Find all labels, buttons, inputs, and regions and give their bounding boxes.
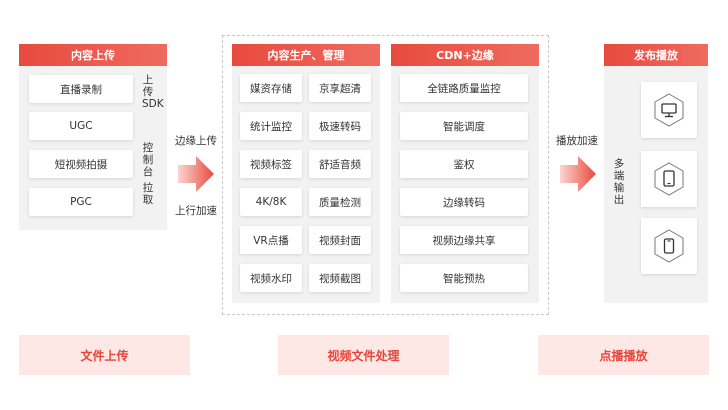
upload-item: 短视频拍摄 xyxy=(29,150,133,178)
cdn-panel-title: CDN+边缘 xyxy=(391,44,539,66)
upload-item: UGC xyxy=(29,112,133,140)
publish-panel-title: 发布播放 xyxy=(604,44,708,66)
device-card-tablet xyxy=(641,151,697,207)
device-card-phone xyxy=(641,218,697,274)
desktop-icon xyxy=(654,93,684,127)
cdn-item: 全链路质量监控 xyxy=(400,74,528,102)
cdn-item: 视频边缘共享 xyxy=(400,226,528,254)
cdn-item: 智能调度 xyxy=(400,112,528,140)
right-arrow-icon xyxy=(560,156,596,192)
upload-method-pull: 拉取 xyxy=(142,182,154,206)
production-item: 视频标签 xyxy=(240,150,302,178)
production-item: 媒资存储 xyxy=(240,74,302,102)
tablet-icon xyxy=(654,162,684,196)
upload-panel-title: 内容上传 xyxy=(19,44,167,66)
production-item: 舒适音频 xyxy=(309,150,371,178)
production-item: 质量检测 xyxy=(309,188,371,216)
production-item: 京享超清 xyxy=(309,74,371,102)
production-item: 极速转码 xyxy=(309,112,371,140)
production-panel xyxy=(232,66,380,303)
cdn-item: 鉴权 xyxy=(400,150,528,178)
device-card-desktop xyxy=(641,82,697,138)
production-item: 统计监控 xyxy=(240,112,302,140)
production-item: VR点播 xyxy=(240,226,302,254)
right-arrow-icon xyxy=(178,156,214,192)
stage-label-file-upload: 文件上传 xyxy=(19,335,190,375)
upload-item: PGC xyxy=(29,188,133,216)
cdn-item: 边缘转码 xyxy=(400,188,528,216)
production-panel-title: 内容生产、管理 xyxy=(232,44,380,66)
production-item: 视频封面 xyxy=(309,226,371,254)
production-item: 视频截图 xyxy=(309,264,371,292)
cdn-item: 智能预热 xyxy=(400,264,528,292)
arrow-label-playback-accel: 播放加速 xyxy=(556,135,598,147)
upload-method-console: 控制台 xyxy=(142,142,154,178)
multi-terminal-output-label: 多端输出 xyxy=(613,158,625,206)
stage-label-vod-playback: 点播播放 xyxy=(538,335,709,375)
upload-item: 直播录制 xyxy=(29,75,133,103)
phone-icon xyxy=(654,229,684,263)
processing-frame xyxy=(222,35,549,315)
cdn-panel xyxy=(391,66,539,303)
arrow-label-upstream-accel: 上行加速 xyxy=(175,205,217,217)
stage-label-video-processing: 视频文件处理 xyxy=(278,335,449,375)
arrow-label-edge-upload: 边缘上传 xyxy=(175,135,217,147)
production-item: 4K/8K xyxy=(240,188,302,216)
production-item: 视频水印 xyxy=(240,264,302,292)
upload-method-sdk: 上传SDK xyxy=(142,74,164,110)
